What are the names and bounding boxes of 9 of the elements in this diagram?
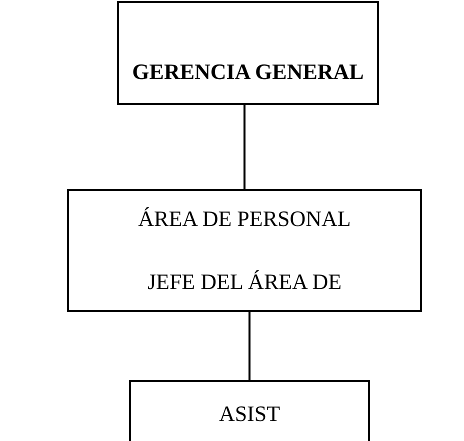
box-title: JEFE DEL ÁREA DE xyxy=(146,268,343,296)
org-box xyxy=(117,1,379,105)
org-box xyxy=(67,189,422,312)
connector-line xyxy=(248,312,250,380)
box-title: ÁREA DE PERSONAL xyxy=(137,205,352,233)
connector-line xyxy=(244,105,246,189)
box-title: GERENCIA GENERAL xyxy=(131,58,365,86)
box-title: ASIST xyxy=(218,400,282,428)
org-box xyxy=(129,380,370,441)
